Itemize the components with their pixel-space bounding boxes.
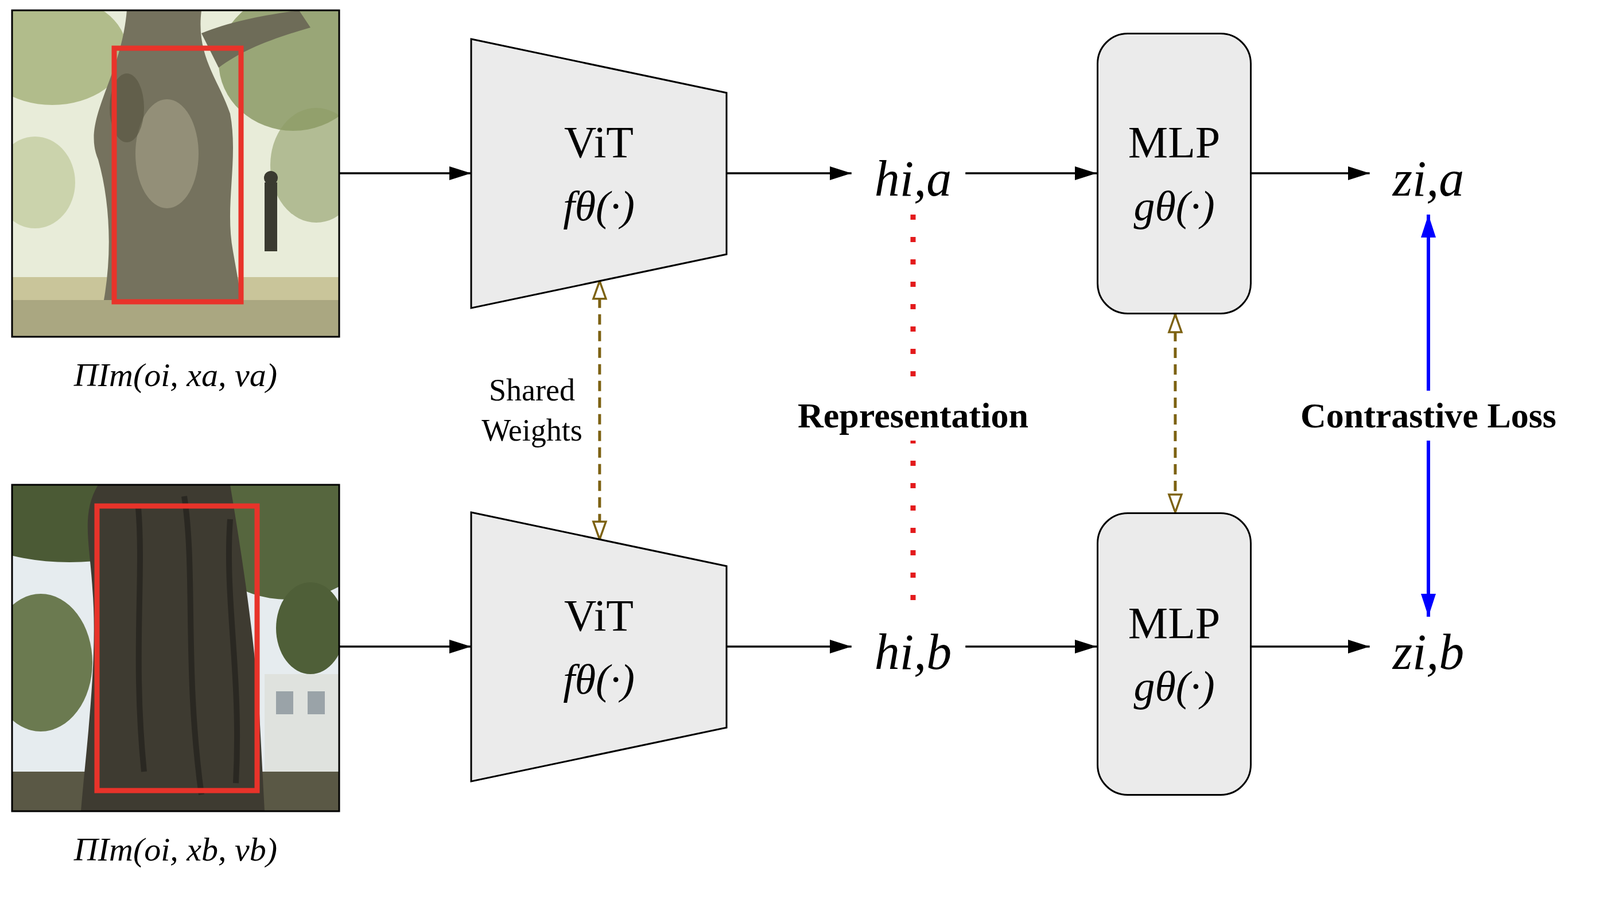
window [307,691,325,715]
bark-texture [138,496,238,795]
foliage [12,136,76,229]
symbol-node: zi,a [1392,153,1465,205]
tree-photo [0,450,380,812]
person [264,182,278,252]
math-symbol: hi,a [874,153,952,205]
foliage [270,107,340,223]
function-name: fθ(·) [562,181,635,231]
trapezoid-outline [471,39,727,309]
window [276,691,294,715]
view-caption: ΠIm(oi, xa, va) [12,356,340,395]
flow-arrow [965,645,1097,648]
trapezoid-outline [471,512,727,782]
photo-slot [12,10,340,337]
module-name: ViT [564,589,634,642]
flow-arrow [339,645,472,648]
bark-highlight [135,99,199,209]
view-caption: ΠIm(oi, xb, vb) [12,830,340,870]
photo-frame [12,10,340,337]
image-panel: ΠIm(oi, xa, va) [12,10,340,395]
module-name: ViT [564,116,634,169]
module-name: MLP [1128,597,1221,650]
shared-weights-link [1173,314,1177,513]
flow-arrow [1251,645,1370,648]
mlp-box: MLP gθ(·) [1096,32,1252,315]
flow-arrow [965,172,1097,175]
bounding-box [96,506,258,791]
math-symbol: hi,b [874,627,952,678]
photo-frame [12,484,340,812]
edge-label: Representation [790,390,1036,441]
edge-label: Contrastive Loss [1293,390,1564,441]
image-panel: ΠIm(oi, xb, vb) [12,484,340,870]
trapezoid-shape [471,39,727,309]
function-name: gθ(·) [1133,662,1215,712]
ground-shadow [12,300,340,337]
symbol-node: hi,b [874,627,952,678]
trapezoid-shape [471,512,727,782]
encoder-trapezoid: ViT fθ(·) [471,39,727,309]
mlp-box: MLP gθ(·) [1096,512,1252,796]
branch [201,10,311,68]
flow-arrow [339,172,472,175]
encoder-trapezoid: ViT fθ(·) [471,512,727,782]
photo-content [12,484,340,812]
function-name: fθ(·) [562,655,635,705]
flow-arrow [726,645,852,648]
shared-weights-link [597,281,601,540]
symbol-node: hi,a [874,153,952,205]
bounding-box [114,48,242,302]
flow-arrow [726,172,852,175]
symbol-node: zi,b [1392,627,1465,678]
flow-arrow [1251,172,1370,175]
edge-label: Shared Weights [481,370,583,451]
foliage [12,593,93,732]
person [263,171,278,185]
tree-photo [0,0,368,337]
photo-slot [12,484,340,812]
foliage [276,582,340,675]
function-name: gθ(·) [1133,181,1215,231]
photo-content [12,10,340,337]
math-symbol: zi,b [1392,627,1465,678]
module-name: MLP [1128,116,1221,169]
math-symbol: zi,a [1392,153,1465,205]
tree-trunk [80,484,265,812]
